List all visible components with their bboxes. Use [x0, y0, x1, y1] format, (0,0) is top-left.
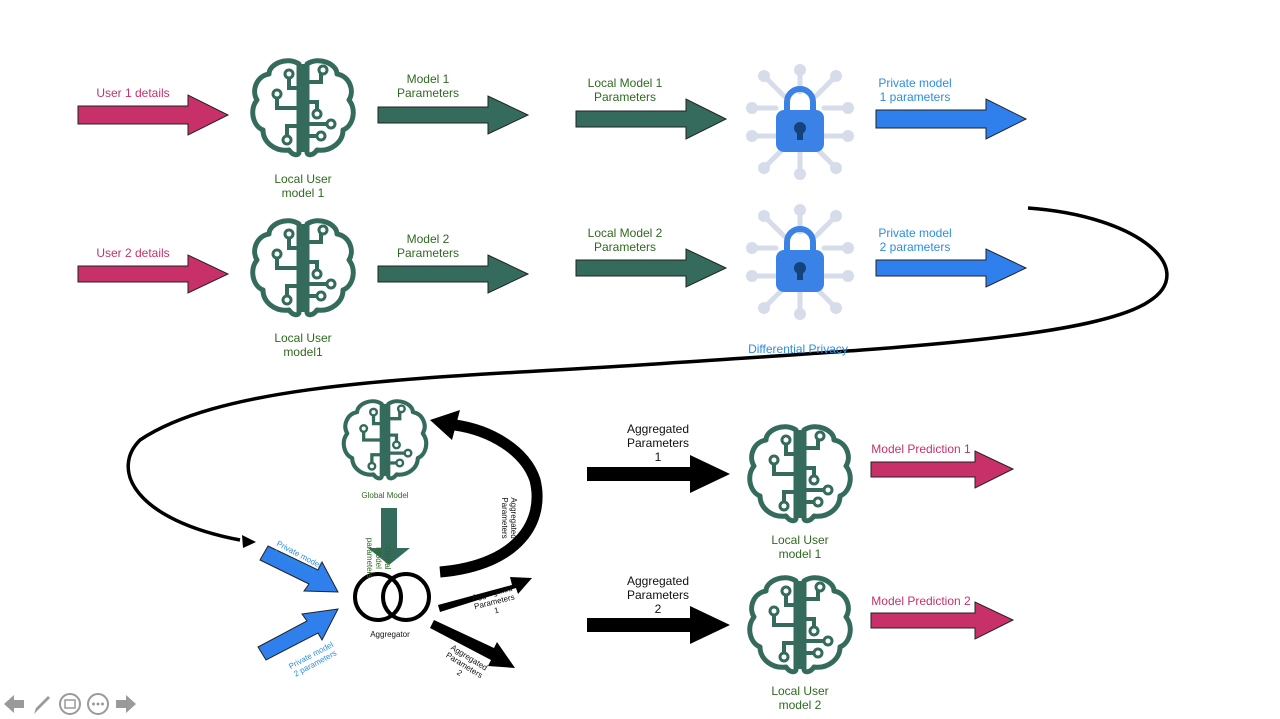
connector-arrowhead	[242, 535, 256, 548]
user2-input-arrow	[77, 254, 230, 294]
model-prediction-2-label: Model Prediction 2	[871, 594, 971, 608]
row2	[77, 204, 1028, 320]
differential-privacy-lock-icon-2	[746, 204, 854, 320]
local-model1-params-arrow	[575, 98, 728, 140]
more-icon[interactable]	[86, 692, 110, 716]
local-model-2-brain-icon	[253, 221, 354, 315]
output-row-2	[587, 578, 1015, 672]
output-model-2-brain-icon	[750, 578, 851, 672]
output-local-user-model1-label: Local User model 1	[771, 533, 829, 561]
aggregated-feedback-curve	[439, 419, 543, 578]
presentation-toolbar	[2, 690, 138, 718]
slide-icon[interactable]	[58, 692, 82, 716]
model1-params-arrow	[377, 95, 530, 135]
aggregation-area	[257, 401, 543, 668]
arrow-right-icon[interactable]	[114, 692, 138, 716]
output-row-1	[587, 427, 1015, 521]
user2-details-label: User 2 details	[96, 246, 170, 260]
connector-curve	[126, 206, 1169, 542]
differential-privacy-lock-icon	[746, 64, 854, 180]
model2-params-label: Model 2 Parameters	[396, 232, 460, 260]
output-local-user-model2-label: Local User model 2	[771, 684, 829, 712]
aggregator-label: Aggregator	[370, 630, 410, 639]
aggregator-out-1-arrow	[438, 577, 532, 612]
local-model2-params-arrow	[575, 248, 728, 288]
local-user-model1-label: Local User model 1	[274, 172, 332, 200]
output-model-1-brain-icon	[750, 427, 851, 521]
pen-icon[interactable]	[30, 692, 54, 716]
local-model2-params-label: Local Model 2 Parameters	[587, 226, 663, 254]
model-prediction-1-label: Model Prediction 1	[871, 442, 971, 456]
arrow-left-icon[interactable]	[2, 692, 26, 716]
model1-params-label: Model 1 Parameters	[396, 72, 460, 100]
aggregator-out-2-arrow	[430, 620, 515, 668]
local-model-1-brain-icon	[253, 61, 354, 155]
global-model-label: Global Model	[361, 491, 409, 500]
private-model2-arrow	[875, 248, 1028, 288]
local-user-model2-label: Local User model1	[274, 331, 332, 359]
global-model-params-label: Global Model parameters	[365, 537, 392, 579]
row1	[77, 61, 1028, 180]
model2-params-arrow	[377, 254, 530, 294]
private-in-1-arrow	[259, 545, 339, 593]
aggregated-1-arrow	[587, 455, 730, 493]
private-in-2-arrow	[257, 608, 339, 661]
local-model1-params-label: Local Model 1 Parameters	[587, 76, 663, 104]
aggregated-params-2-label: Aggregated Parameters 2	[626, 574, 690, 616]
aggregator-circle-right	[381, 572, 431, 622]
aggregated-params-curve-label: Aggregated Parameters	[500, 497, 518, 539]
prediction-1-arrow	[870, 450, 1015, 489]
private-model1-label: Private model 1 parameters	[878, 76, 952, 104]
prediction-2-arrow	[870, 601, 1015, 640]
aggregated-feedback-arrowhead	[430, 410, 460, 440]
aggregated-params-1-label: Aggregated Parameters 1	[626, 422, 690, 464]
private-model2-label: Private model 2 parameters	[878, 226, 952, 254]
global-model-brain-icon	[344, 401, 426, 478]
aggregated-2-arrow	[587, 606, 730, 644]
differential-privacy-label: Differential Privacy	[748, 342, 848, 356]
private-model1-arrow	[875, 98, 1028, 140]
user1-input-arrow	[77, 94, 230, 136]
user1-details-label: User 1 details	[96, 86, 170, 100]
aggregator-circle-left	[353, 572, 403, 622]
global-params-down-arrow	[368, 508, 410, 565]
